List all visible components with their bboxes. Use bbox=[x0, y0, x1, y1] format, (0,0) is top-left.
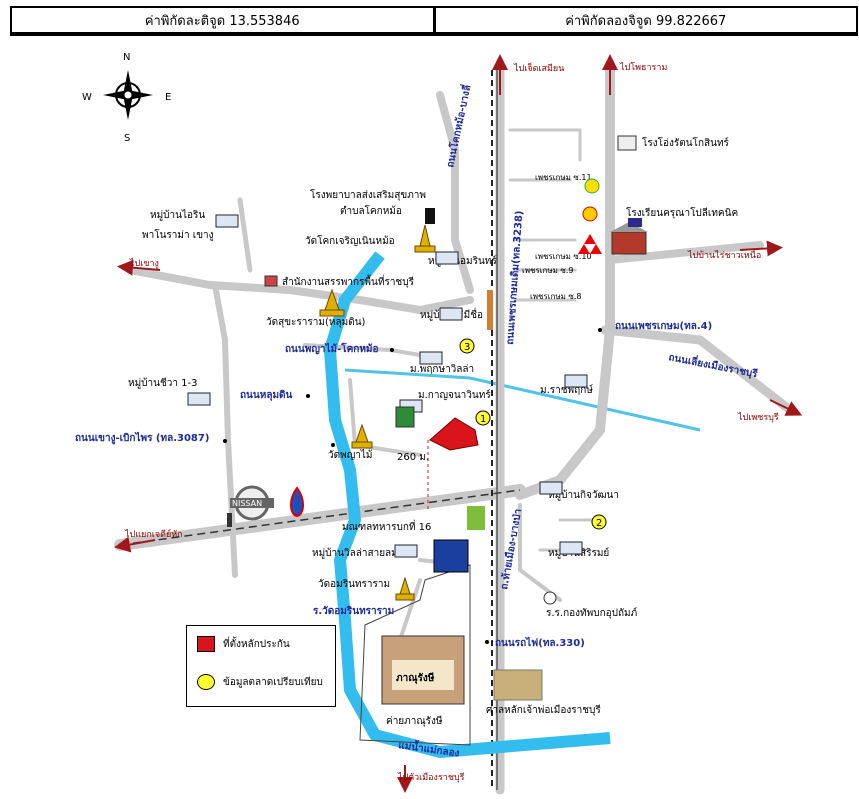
place-ban-chiwa: หมู่บ้านชีวา 1-3 bbox=[128, 377, 198, 389]
camp-sign-icon bbox=[381, 635, 465, 705]
km-marker-3: เพชรเกษม ซ.9 bbox=[522, 266, 573, 275]
central-icon bbox=[467, 506, 485, 530]
dir-mueang-ratchaburi: ไปตัวเมืองราชบุรี bbox=[397, 772, 465, 783]
dir-pattani: ไปแยกเจดีย์หัก bbox=[124, 528, 183, 540]
camp-boundary bbox=[359, 564, 471, 746]
temple-icons bbox=[319, 224, 436, 601]
market-markers bbox=[459, 338, 607, 530]
place-rong-rong: โรงโอ่งรัตนโกสินทร์ bbox=[642, 136, 730, 149]
map-legend: ที่ตั้งหลักประกัน ข้อมูลตลาดเปรียบเทียบ bbox=[186, 625, 336, 707]
collateral-site-icon bbox=[429, 417, 479, 451]
compass-rose-icon bbox=[103, 70, 153, 120]
place-land-office: สำนักงานสรรพากรพื้นที่ราชบุรี bbox=[282, 274, 415, 288]
road-phet-kasem-4: ถนนเพชรเกษม(ทล.4) bbox=[615, 321, 712, 332]
legend-comparison: ข้อมูลตลาดเปรียบเทียบ bbox=[197, 674, 323, 690]
hospital-icon bbox=[425, 208, 435, 224]
dir-photharam: ไปโพธาราม bbox=[619, 62, 667, 73]
place-military: มณฑลทหารบกที่ 16 bbox=[342, 519, 431, 533]
road-rot-fai: ถนนรถไฟ(ทล.330) bbox=[495, 636, 585, 649]
marker-3: 3 bbox=[464, 342, 470, 353]
shell-icon bbox=[582, 206, 598, 222]
location-map[interactable]: ไปเจ็ดเสมียน ไปโพธาราม ไปเขางู ไปบ้านไร่… bbox=[0, 40, 859, 799]
road-chao-ngu: ถนนเขางู-เบิกไพร (ทล.3087) bbox=[75, 431, 209, 445]
km-marker-4: เพชรเกษม ซ.8 bbox=[530, 292, 581, 301]
camp-sign-text: ภาณุรังษี bbox=[396, 672, 435, 684]
place-kanchana: ม.กาญจนาวินทร์ bbox=[418, 389, 491, 401]
dir-phetchaburi: ไปเพชรบุรี bbox=[737, 412, 779, 423]
river-label: แม่น้ำแม่กลอง bbox=[398, 737, 461, 759]
legend-comparison-swatch bbox=[197, 674, 215, 690]
place-wat-khok: วัดโคกเจริญเนินหม้อ bbox=[305, 234, 395, 247]
place-school-kong: ร.ร.กองทัพบกอุปถัมภ์ bbox=[546, 607, 637, 619]
school-kong-icon bbox=[543, 591, 557, 605]
highway-stripe bbox=[119, 489, 521, 546]
place-ban-sairin-sub: พาโนราม่า เขางู bbox=[142, 228, 214, 241]
place-hospital: โรงพยาบาลส่งเสริมสุขภาพ bbox=[310, 188, 426, 201]
traffic-light-icon bbox=[227, 513, 232, 527]
marker-2: 2 bbox=[596, 518, 602, 529]
mitsubishi-icon bbox=[578, 234, 602, 254]
thai-flag-icon bbox=[628, 218, 642, 227]
latitude-label: ค่าพิกัดละติจูด 13.553846 bbox=[144, 13, 300, 29]
place-tech-school: โรงเรียนครุณาโปลีเทคนิค bbox=[626, 206, 738, 219]
place-ban-villa: หมู่บ้านวิลล่าสายลม bbox=[312, 547, 398, 559]
ptt-logo-icon bbox=[290, 486, 304, 518]
legend-comparison-label: ข้อมูลตลาดเปรียบเทียบ bbox=[223, 676, 323, 688]
house-icons bbox=[187, 214, 588, 558]
nissan-logo-text: NISSAN bbox=[232, 499, 262, 508]
place-ban-sairin: หมู่บ้านไอริน bbox=[150, 209, 205, 221]
place-camp: ค่ายภาณุรังษี bbox=[386, 715, 443, 727]
coordinate-header: ค่าพิกัดละติจูด 13.553846 ค่าพิกัดลองจิจ… bbox=[10, 6, 858, 36]
land-office-icon bbox=[264, 275, 278, 287]
road-hom-din: ถนนหลุมดิน bbox=[240, 389, 293, 401]
longitude-label: ค่าพิกัดลองจิจูด 99.822667 bbox=[432, 8, 857, 32]
distance-label: 260 ม. bbox=[397, 452, 429, 463]
direction-arrows bbox=[114, 54, 803, 793]
road-phraya-mai: ถนนพญาไม้-โคกหม้อ bbox=[285, 342, 379, 355]
train-station-icon bbox=[487, 290, 493, 330]
dir-chao-khao: ไปเขางู bbox=[129, 258, 159, 269]
road-phet-kasem-old: ถนนเพชรเกษมเดิม(ทล.3238) bbox=[504, 210, 525, 345]
canal bbox=[344, 368, 701, 432]
place-wat-amarin: วัดอมรินทราราม bbox=[318, 579, 390, 590]
km-marker-2: เพชรเกษม ซ.10 bbox=[535, 252, 592, 261]
compass-e: E bbox=[165, 92, 171, 103]
dir-ban-rai: ไปบ้านไร่ชาวเหนือ bbox=[687, 250, 761, 261]
place-wat-sutharam: วัดสุขะราราม(หลุมดิน) bbox=[266, 317, 366, 328]
mae-klong-river bbox=[324, 251, 611, 758]
petrol-icon bbox=[584, 178, 600, 194]
place-ban-phrueksa: ม.พฤกษาวิลล่า bbox=[410, 364, 474, 375]
compass-w: W bbox=[82, 92, 92, 103]
military-badge-icon bbox=[433, 539, 469, 573]
legend-site: ที่ตั้งหลักประกัน bbox=[197, 636, 290, 652]
compass-s: S bbox=[124, 133, 130, 144]
place-ban-kit: หมู่บ้านกิจวัฒนา bbox=[548, 489, 619, 501]
market-icon bbox=[395, 406, 415, 428]
place-shrine: ศาลหลักเจ้าพ่อเมืองราชบุรี bbox=[486, 704, 601, 716]
dir-jet-samian: ไปเจ็ดเสมียน bbox=[513, 61, 564, 74]
road-wat-amarin: ร.วัดอมรินทราราม bbox=[313, 605, 394, 617]
rong-rong-icon bbox=[617, 135, 637, 151]
place-hospital-sub: ตำบลโคกหม้อ bbox=[340, 204, 402, 217]
legend-site-label: ที่ตั้งหลักประกัน bbox=[223, 638, 290, 650]
compass-n: N bbox=[123, 52, 130, 63]
legend-site-swatch bbox=[197, 636, 215, 652]
shrine-icon bbox=[493, 669, 543, 701]
junction-dots bbox=[223, 328, 602, 644]
marker-1: 1 bbox=[480, 414, 486, 425]
km-marker-1: เพชรเกษม ซ.11 bbox=[535, 173, 592, 182]
place-wat-phaya-mai: วัดพญาไม้ bbox=[328, 449, 372, 461]
